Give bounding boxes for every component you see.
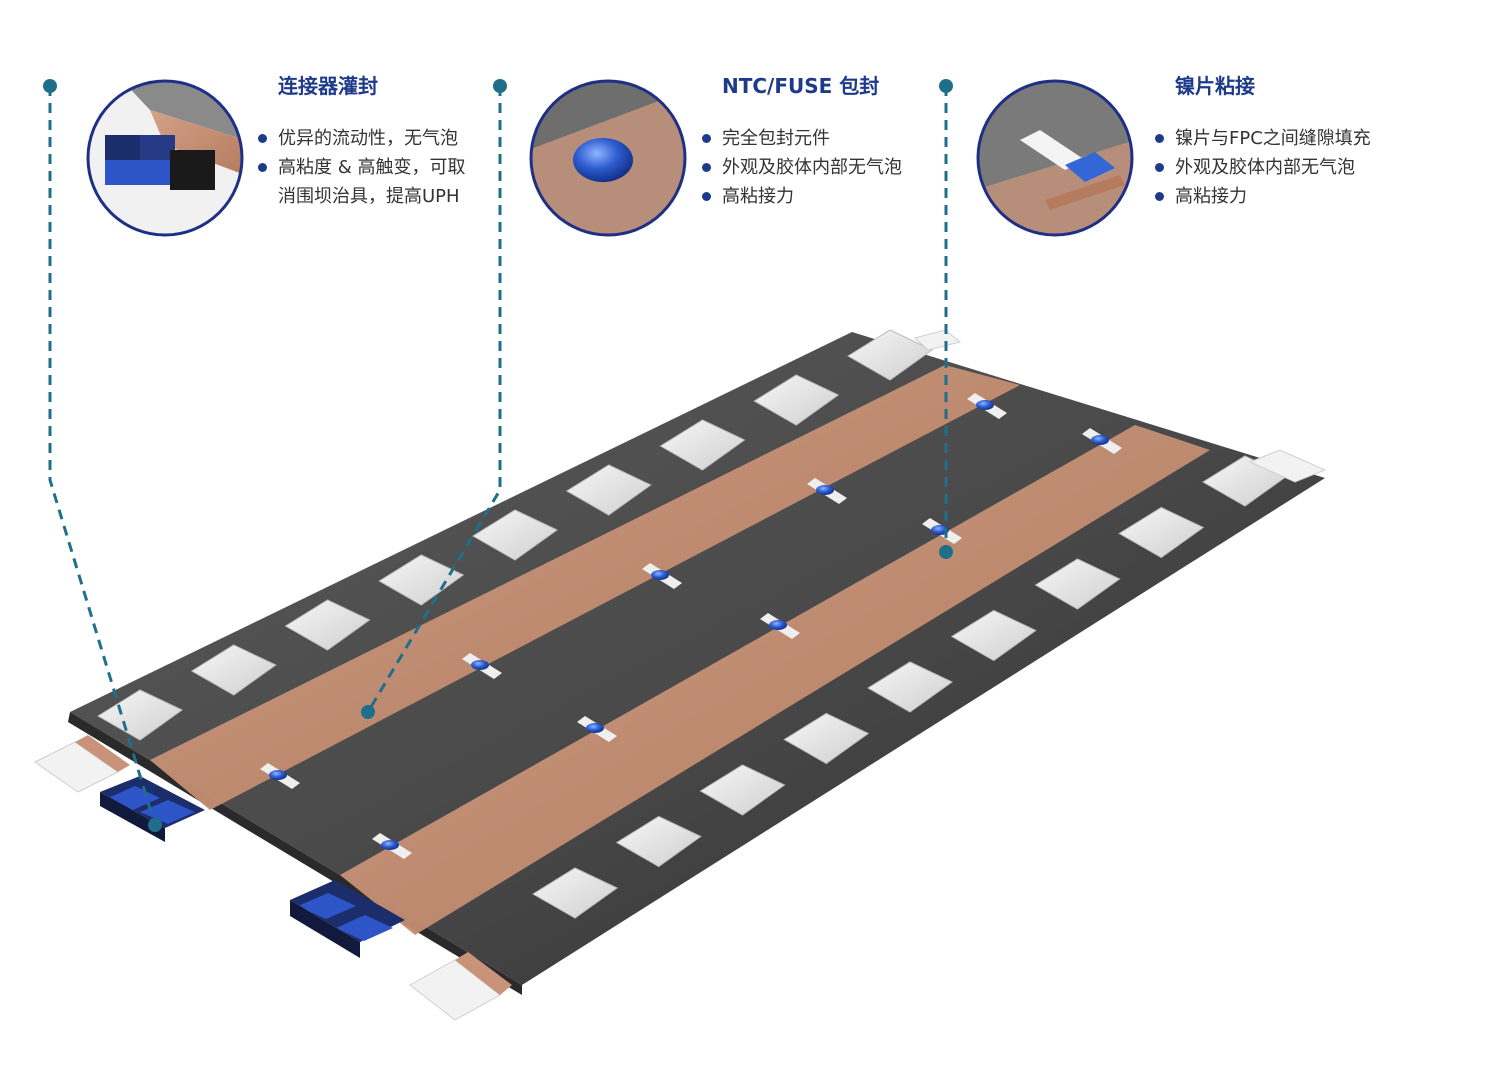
connector-bottom — [290, 880, 405, 958]
zoom-circle-nickel — [976, 79, 1134, 237]
end-tab-top — [913, 329, 962, 351]
nickel-plate — [615, 815, 702, 868]
ntc-encapsulation — [586, 723, 604, 733]
nickel-plate — [1118, 506, 1205, 559]
list-item: 高粘度 & 高触变，可取 — [256, 153, 465, 182]
bullet-icon — [1155, 134, 1164, 143]
callout-title-connector-potting: 连接器灌封 — [278, 74, 378, 98]
list-item: 外观及胶体内部无气泡 — [1153, 153, 1371, 182]
nickel-plate — [783, 712, 870, 765]
list-item: 完全包封元件 — [700, 124, 902, 153]
list-item: 外观及胶体内部无气泡 — [700, 153, 902, 182]
nickel-plate — [472, 509, 558, 561]
copper-busbar-upper — [150, 365, 1020, 810]
callout-list-connector-potting: 优异的流动性，无气泡 高粘度 & 高触变，可取 消围坝治具，提高UPH — [256, 124, 465, 211]
ntc-encapsulation — [1091, 435, 1109, 445]
leader-lines — [48, 86, 948, 826]
nickel-plate — [867, 661, 953, 713]
end-tab-bottom — [409, 952, 512, 1021]
zoom-circle-connector — [86, 79, 244, 237]
nickel-plate — [565, 464, 652, 516]
list-item: 优异的流动性，无气泡 — [256, 124, 465, 153]
bullet-icon — [702, 192, 711, 201]
ntc-encapsulation — [976, 400, 994, 410]
ntc-encapsulation — [381, 840, 399, 850]
nickel-plate — [284, 599, 371, 651]
nickel-plate — [190, 644, 277, 696]
bullet-icon — [1155, 163, 1164, 172]
nickel-plate — [753, 374, 840, 426]
bullet-icon — [702, 134, 711, 143]
bullet-icon — [258, 163, 267, 172]
leader-dots — [43, 79, 953, 832]
nickel-plates-lower — [532, 455, 1288, 919]
list-item-continuation: 消围坝治具，提高UPH — [278, 186, 460, 207]
nickel-plate — [378, 554, 465, 606]
nickel-plate — [699, 764, 786, 816]
ntc-encapsulation — [269, 770, 287, 780]
bullet-icon — [1155, 192, 1164, 201]
leader-line-connector — [48, 86, 157, 826]
callout-list-nickel-bonding: 镍片与FPC之间缝隙填充 外观及胶体内部无气泡 高粘接力 — [1153, 124, 1371, 211]
nickel-plate — [659, 419, 746, 471]
copper-busbar-lower — [340, 425, 1210, 935]
list-item: 镍片与FPC之间缝隙填充 — [1153, 124, 1371, 153]
nickel-plates-upper — [97, 329, 933, 741]
zoom-circle-ntc — [529, 79, 687, 237]
callout-title-ntc-fuse: NTC/FUSE 包封 — [722, 74, 880, 98]
bullet-icon — [702, 163, 711, 172]
nickel-plate — [532, 867, 618, 919]
ntc-encapsulation — [769, 620, 787, 630]
callout-title-nickel-bonding: 镍片粘接 — [1175, 74, 1255, 98]
connector-left — [100, 776, 205, 842]
list-item: 高粘接力 — [1153, 182, 1371, 211]
callout-list-ntc-fuse: 完全包封元件 外观及胶体内部无气泡 高粘接力 — [700, 124, 902, 211]
end-tab-right — [1248, 449, 1327, 483]
ntc-encapsulation — [816, 485, 834, 495]
nickel-plate — [950, 609, 1037, 662]
bullet-icon — [258, 134, 267, 143]
nickel-plate — [847, 329, 933, 381]
ntc-encapsulation — [471, 660, 489, 670]
ntc-sensors — [260, 393, 1122, 859]
list-item: 高粘接力 — [700, 182, 902, 211]
ntc-encapsulation — [651, 570, 669, 580]
nickel-plate — [1034, 558, 1121, 610]
nickel-plate — [97, 689, 183, 741]
end-tab-left — [34, 735, 130, 793]
